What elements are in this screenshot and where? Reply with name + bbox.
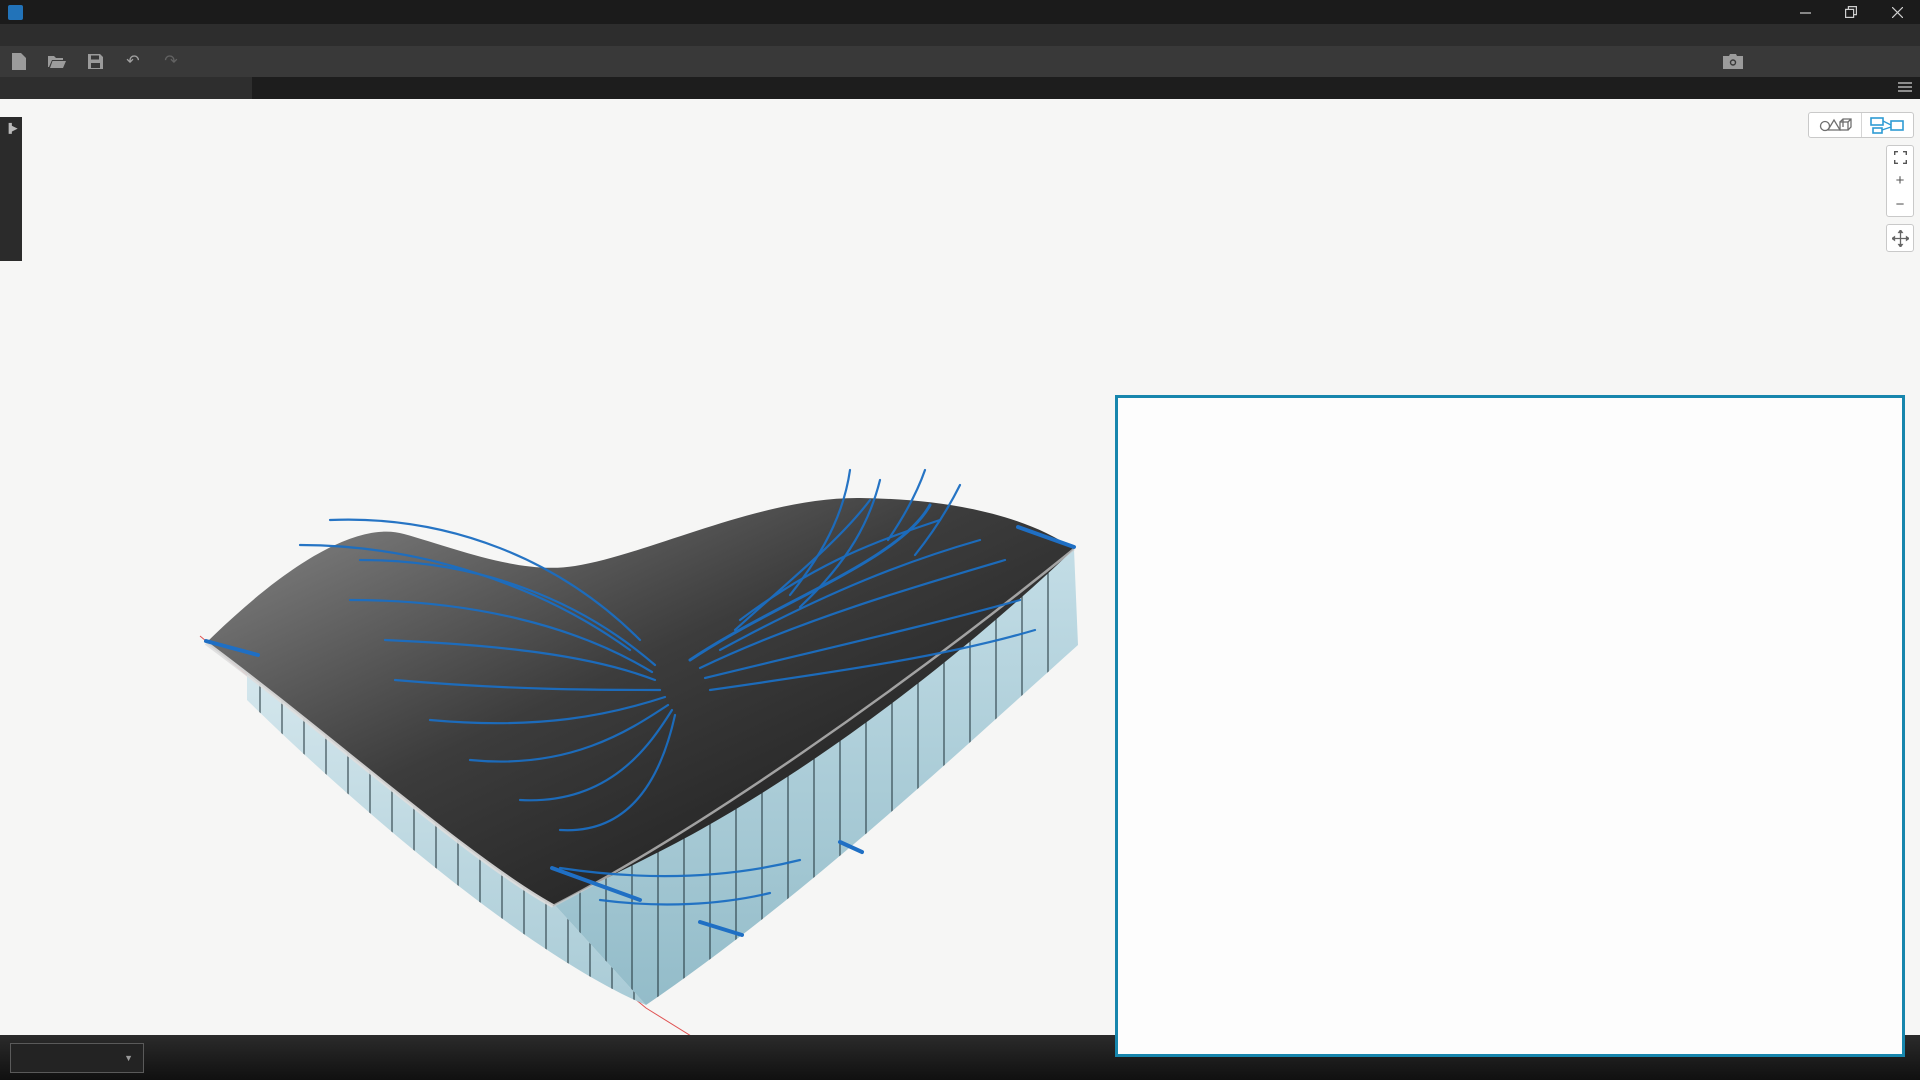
chevron-down-icon: ▼ [124, 1052, 133, 1063]
tab-bar [0, 77, 1920, 99]
toolbar: ↶ ↷ [0, 46, 1920, 77]
window-controls [1782, 0, 1920, 24]
view-mode-toggle[interactable] [1808, 112, 1914, 138]
zoom-out-button[interactable]: − [1895, 195, 1905, 213]
tab-overflow-menu-icon[interactable] [1898, 82, 1912, 94]
run-mode-dropdown[interactable]: ▼ [10, 1042, 144, 1073]
graph-view-icon[interactable] [1860, 113, 1914, 137]
camera-icon[interactable] [1714, 46, 1752, 77]
dynamo-logo [8, 4, 23, 20]
new-file-icon[interactable] [0, 46, 38, 77]
library-expand-icon[interactable]: ▐▶ [5, 123, 17, 133]
minimize-button[interactable] [1782, 0, 1828, 24]
close-button[interactable] [1874, 0, 1920, 24]
zoom-controls: + − [1886, 145, 1914, 217]
redo-icon[interactable]: ↷ [164, 52, 178, 70]
save-icon[interactable] [76, 46, 114, 77]
menu-bar [0, 24, 1920, 46]
library-panel-tab[interactable]: ▐▶ [0, 117, 22, 261]
open-file-icon[interactable] [38, 46, 76, 77]
geometry-view-icon[interactable] [1809, 113, 1861, 137]
undo-icon[interactable]: ↶ [126, 52, 140, 70]
pan-button[interactable] [1886, 224, 1914, 252]
inset-wires [1115, 395, 1905, 1057]
title-bar [0, 0, 1920, 24]
restore-button[interactable] [1828, 0, 1874, 24]
zoom-in-button[interactable]: + [1895, 172, 1905, 190]
tab-graph-strategies[interactable] [0, 77, 252, 99]
zoom-fit-button[interactable] [1887, 146, 1913, 169]
magnified-detail-inset [1115, 395, 1905, 1057]
